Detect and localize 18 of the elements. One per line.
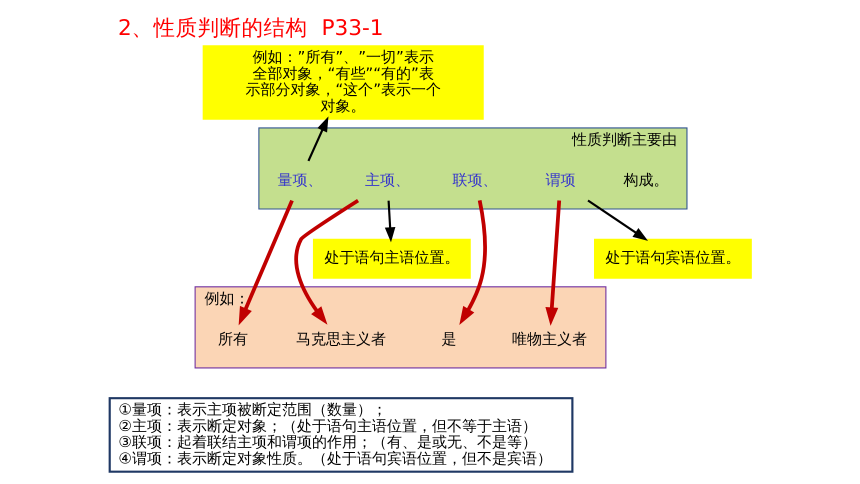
node-box: ①量项：表示主项被断定范围（数量）； ②主项：表示断定对象；（处于语句主语位置，但不等于主语） ③联项：起着联结主项和谓项的作用；（有、是或无、不是等） ④谓项：表示断定对象性质。（处于语句宾语位置，但不是宾语） [108,396,573,472]
node-text: 谓项 [544,170,575,188]
arrow [586,199,648,240]
node-text: 联项、 [452,170,498,188]
node-box: 处于语句宾语位置。 [594,238,752,278]
node-text: 主项、 [364,170,410,188]
node-text: 量项、 [276,170,322,188]
node-text: 构成。 [622,170,668,188]
arrow [384,200,395,242]
diagram-title: 2、性质判断的结构 P33-1 [118,15,384,40]
node-box: 处于语句主语位置。 [312,238,470,278]
node-text: 马克思主义者 [296,329,386,348]
arrow [306,116,328,161]
node-text: 所有 [217,329,248,348]
arrow [544,200,561,326]
node-box: 例如：”所有”、”一切”表示全部对象，“有些”“有的”表示部分对象，“这个”表示一个对象。 [202,44,484,120]
node-text: 唯物主义者 [512,329,587,348]
node-text: 是 [441,329,456,348]
